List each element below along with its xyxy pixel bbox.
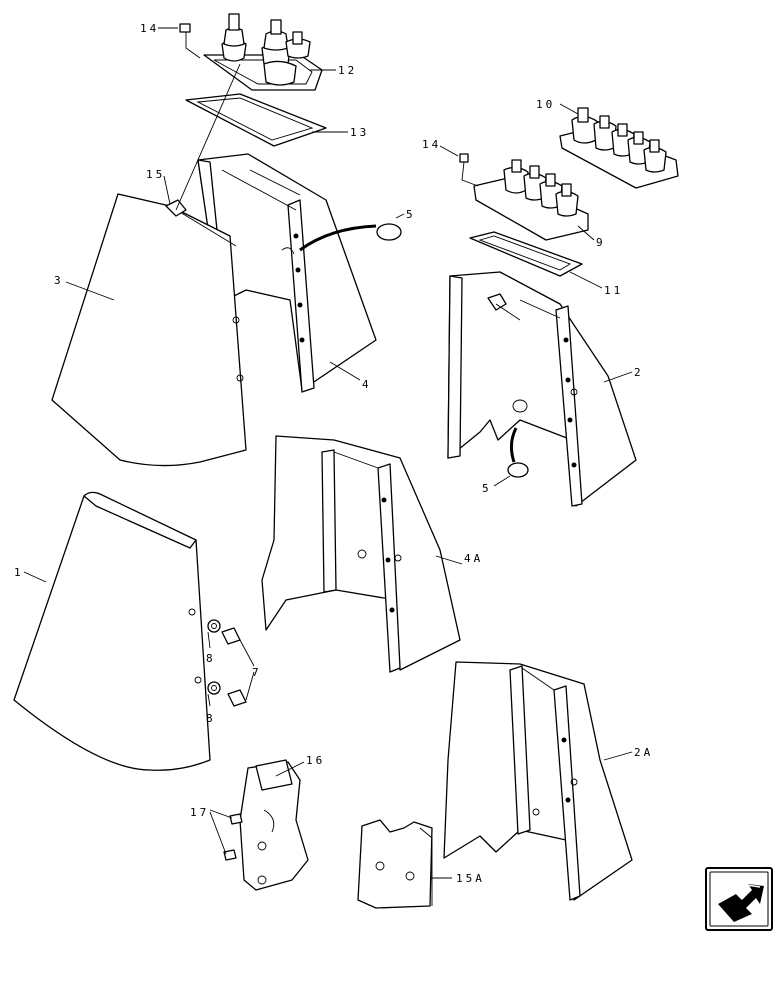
callout-9: 9 <box>596 236 606 249</box>
part-5-plug-lower <box>507 427 529 478</box>
part-17-screws <box>209 809 243 861</box>
part-5-plug-upper <box>299 223 402 252</box>
callout-3: 3 <box>54 274 64 287</box>
callout-12: 12 <box>338 64 357 77</box>
callout-11: 11 <box>604 284 623 297</box>
part-3-large-cover <box>51 63 247 467</box>
part-9-gaiter-cover <box>473 159 589 241</box>
callout-5-upper: 5 <box>406 208 416 221</box>
part-15a-pad <box>357 819 433 909</box>
callout-5-lower: 5 <box>482 482 492 495</box>
callout-13: 13 <box>350 126 369 139</box>
callout-8-upper: 8 <box>206 652 216 665</box>
callout-17: 17 <box>190 806 209 819</box>
callout-7: 7 <box>252 666 262 679</box>
part-14-screws <box>179 23 479 187</box>
part-7-bolts <box>207 619 255 707</box>
callout-labels: 14 12 13 10 14 15 5 9 3 11 4 2 5 4A 1 8 … <box>14 22 653 885</box>
callout-4: 4 <box>362 378 372 391</box>
callout-14-right: 14 <box>422 138 441 151</box>
callout-2a: 2A <box>634 746 653 759</box>
part-2a-console-frame <box>443 661 633 901</box>
part-4a-console-frame <box>261 435 461 673</box>
leader-lines <box>23 27 633 879</box>
next-page-arrow-icon[interactable] <box>705 867 773 931</box>
part-12-gaiter-cover <box>203 13 323 91</box>
part-2-console-frame <box>447 271 637 507</box>
callout-1: 1 <box>14 566 24 579</box>
callout-8-lower: 8 <box>206 712 216 725</box>
part-10-gaiter-cover <box>559 107 679 189</box>
callout-4a: 4A <box>464 552 483 565</box>
part-11-gasket <box>469 231 583 277</box>
callout-2: 2 <box>634 366 644 379</box>
part-1-large-cover <box>13 491 211 771</box>
part-4-console-frame <box>197 153 377 393</box>
callout-15a: 15A <box>456 872 485 885</box>
callout-15: 15 <box>146 168 165 181</box>
callout-16: 16 <box>306 754 325 767</box>
part-16-bracket <box>239 759 309 891</box>
callout-10: 10 <box>536 98 555 111</box>
callout-14-top: 14 <box>140 22 159 35</box>
